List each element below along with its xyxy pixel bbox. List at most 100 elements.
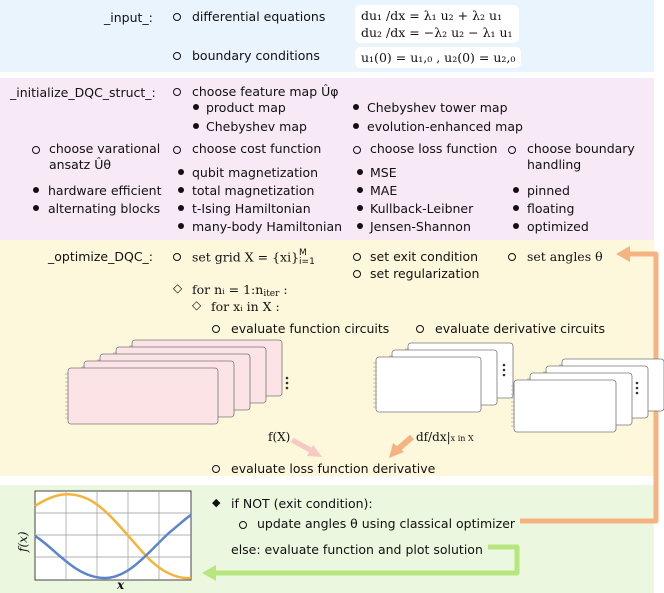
bullet-open [173, 88, 181, 96]
set-angles: set angles θ [527, 249, 603, 264]
boundary-heading-line1: choose boundary [527, 141, 635, 156]
boundary-heading-line2: handling [527, 157, 582, 172]
circuit-card [375, 356, 482, 413]
ellipsis-dots [285, 363, 639, 395]
ansatz-item-hardware-efficient: hardware efficient [48, 183, 162, 198]
set-regularization: set regularization [370, 266, 480, 281]
loss-item-kullback-leibner: Kullback-Leibner [370, 201, 474, 216]
bullet-open [173, 52, 181, 60]
blue-curve [34, 513, 192, 580]
bullet-open [212, 465, 220, 473]
bullet-filled [178, 223, 184, 229]
bullet-open [508, 253, 516, 261]
boundary-item-floating: floating [527, 201, 575, 216]
loss-item-mse: MSE [370, 165, 397, 180]
initialize-section [0, 78, 654, 240]
evaluate-derivative-circuits: evaluate derivative circuits [435, 321, 605, 336]
bullet-open [32, 146, 40, 154]
bullet-filled [33, 205, 39, 211]
else-plot-solution: else: evaluate function and plot solutio… [231, 542, 483, 557]
for-iter-text: for nᵢ = 1:n [192, 282, 264, 297]
plot-y-label: f(x) [16, 531, 30, 552]
ansatz-item-alternating-blocks: alternating blocks [48, 201, 161, 216]
update-angles: update angles θ using classical optimize… [257, 516, 516, 531]
loss-item-mae: MAE [370, 183, 398, 198]
optimize-title: _optimize_DQC_: [48, 249, 154, 264]
bullet-open [212, 325, 220, 333]
bullet-filled [513, 223, 519, 229]
bullet-open [508, 146, 516, 154]
cost-item-many-body: many-body Hamiltonian [192, 219, 343, 234]
set-exit-condition: set exit condition [370, 249, 479, 264]
loss-function-heading: choose loss function [370, 141, 498, 156]
for-x-loop: for xᵢ in X : [211, 299, 280, 314]
bullet-open [173, 253, 181, 261]
df-dx-label: df/dx|x in X [416, 430, 474, 446]
feature-map-heading: choose feature map Ûφ [192, 84, 339, 99]
ansatz-heading-line2: ansatz Ûθ [49, 157, 111, 172]
df-dx-text: df/dx| [416, 430, 451, 444]
bullet-filled [33, 187, 39, 193]
equations-box: du₁ /dx = λ₁ u₂ + λ₂ u₁ du₂ /dx = −λ₂ u₂… [355, 5, 519, 43]
filled-diamond-icon: ◆ [212, 496, 221, 509]
green-output-arrow [202, 544, 520, 581]
bullet-open [173, 146, 181, 154]
bullet-filled [357, 187, 363, 193]
bullet-filled [193, 104, 199, 110]
bullet-open [173, 13, 181, 21]
bullet-filled [178, 169, 184, 175]
input-section [0, 0, 654, 72]
evaluate-loss-derivative: evaluate loss function derivative [231, 461, 436, 476]
set-grid-text: set grid X = {xi} [192, 249, 300, 265]
bullet-filled [193, 123, 199, 129]
orange-curve [34, 493, 192, 580]
for-iter-end: : [279, 282, 288, 297]
feature-item-evolution-enhanced-map: evolution-enhanced map [367, 119, 523, 134]
equation-2: du₂ /dx = −λ₂ u₂ − λ₁ u₁ [361, 25, 513, 40]
function-circuit-stack [65, 339, 283, 425]
cost-item-total-magnetization: total magnetization [192, 183, 315, 198]
cost-function-heading: choose cost function [192, 141, 322, 156]
func-to-loss-arrow [290, 437, 322, 457]
boundary-conditions-box: u₁(0) = u₁,₀ , u₂(0) = u₂,₀ [355, 47, 522, 68]
input-item-boundary-conditions: boundary conditions [192, 48, 320, 63]
bullet-open [353, 146, 361, 154]
cost-item-t-ising: t-Ising Hamiltonian [192, 201, 311, 216]
circuit-card [513, 379, 617, 433]
for-iter-loop: for nᵢ = 1:niter : [192, 282, 288, 302]
derivative-circuit-stack [373, 342, 664, 433]
cost-item-qubit-magnetization: qubit magnetization [192, 165, 319, 180]
grid-sup: M [299, 248, 307, 258]
diamond-icon: ◇ [192, 298, 202, 312]
input-title: _input_: [104, 10, 153, 25]
ansatz-heading-line1: choose varational [49, 141, 161, 156]
bullet-filled [178, 205, 184, 211]
bullet-filled [513, 187, 519, 193]
bullet-open [353, 270, 361, 278]
bullet-filled [357, 169, 363, 175]
grid-sub: i=1 [299, 257, 315, 267]
feature-item-chebyshev-tower-map: Chebyshev tower map [367, 100, 508, 115]
bullet-open [416, 325, 424, 333]
deriv-to-loss-arrow [389, 434, 414, 458]
evaluate-function-circuits: evaluate function circuits [231, 321, 390, 336]
if-not-exit-condition: if NOT (exit condition): [231, 496, 373, 511]
feature-item-product-map: product map [206, 100, 286, 115]
input-item-differential-equations: differential equations [192, 9, 326, 24]
circuit-card [67, 367, 219, 425]
feature-item-chebyshev-map: Chebyshev map [206, 119, 307, 134]
bullet-filled [357, 223, 363, 229]
plot-x-label: x [117, 578, 125, 592]
bullet-filled [353, 123, 359, 129]
initialize-title: _initialize_DQC_struct_: [10, 85, 156, 100]
boundary-item-optimized: optimized [527, 219, 589, 234]
bullet-filled [513, 205, 519, 211]
bullet-filled [178, 187, 184, 193]
bullet-filled [353, 104, 359, 110]
diamond-icon: ◇ [173, 281, 183, 295]
bullet-filled [357, 205, 363, 211]
loss-item-jensen-shannon: Jensen-Shannon [370, 219, 471, 234]
boundary-item-pinned: pinned [527, 183, 570, 198]
